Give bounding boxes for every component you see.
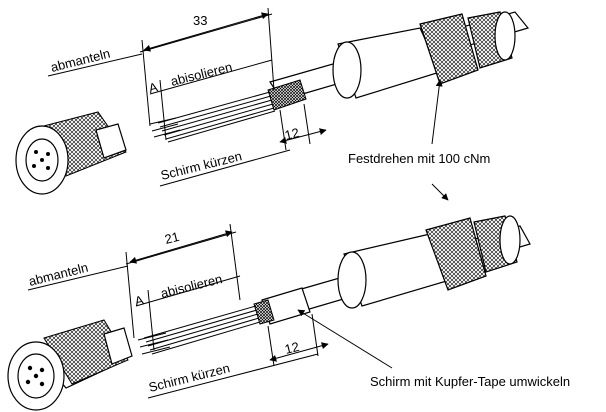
top-dim-total: 33 [139, 7, 275, 91]
bottom-strip-jacket: abmanteln [27, 251, 135, 339]
top-dim-total-label: 33 [193, 13, 207, 28]
bottom-strip-jacket-label: abmanteln [27, 260, 90, 289]
top-trim-shield: 12 Schirm kürzen [159, 103, 327, 187]
step-arrow [431, 183, 449, 201]
top-assembly: 33 abmanteln A abisolieren 12 Schirm kür… [15, 7, 530, 201]
cable-gland-icon [337, 215, 521, 309]
top-wire-cores [149, 91, 276, 143]
bottom-dim-total-label: 21 [163, 229, 181, 247]
bottom-strip-insulation-label: abisolieren [159, 271, 224, 301]
top-tighten-label: Festdrehen mit 100 cNm [348, 151, 490, 166]
bottom-label-a: A [133, 292, 145, 309]
top-strip-jacket-label: abmanteln [49, 46, 112, 75]
female-connector-icon [15, 111, 127, 195]
male-connector-icon [7, 319, 133, 411]
bottom-assembly: 21 abmanteln A abisolieren 12 Schirm kür… [7, 215, 570, 411]
bottom-trim-shield-label: Schirm kürzen [147, 360, 231, 395]
bottom-dim-shield-label: 12 [283, 339, 301, 357]
bottom-trim-shield: 12 Schirm kürzen [147, 313, 329, 399]
bottom-wrap-label: Schirm mit Kupfer-Tape umwickeln [370, 374, 570, 389]
bottom-dim-total: 21 [125, 223, 241, 301]
bottom-strip-insulation: A abisolieren [133, 271, 241, 351]
bottom-wire-cores [137, 305, 261, 355]
top-dim-shield-label: 12 [283, 125, 301, 143]
top-tighten-note: Festdrehen mit 100 cNm [348, 79, 490, 166]
top-trim-shield-label: Schirm kürzen [159, 148, 243, 183]
top-strip-insulation: A abisolieren [147, 59, 273, 141]
top-label-a: A [147, 79, 159, 96]
cable-gland-icon [332, 11, 516, 99]
top-strip-insulation-label: abisolieren [169, 59, 234, 89]
bottom-wrap-note: Schirm mit Kupfer-Tape umwickeln [297, 309, 570, 389]
